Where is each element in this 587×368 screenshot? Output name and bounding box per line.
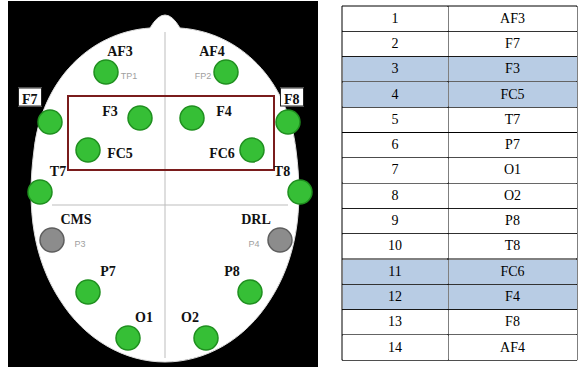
black-panel (8, 1, 318, 367)
electrode-label: F7 (22, 92, 38, 107)
electrode-label: O2 (181, 311, 199, 325)
electrode-label: FC6 (209, 147, 235, 161)
position-note: P3 (74, 240, 85, 249)
electrode (116, 326, 140, 350)
table-cell: 1 (343, 7, 448, 31)
table-cell: 5 (343, 108, 448, 132)
table-cell: 6 (343, 133, 448, 157)
table-cell: P8 (449, 209, 577, 233)
table-cell: FC5 (449, 82, 577, 106)
table-grid (342, 6, 577, 360)
electrode (240, 138, 264, 162)
table-cell: FC6 (449, 260, 577, 284)
table-rule (577, 6, 578, 360)
electrode-label: P7 (100, 265, 116, 279)
electrode (128, 106, 152, 130)
table-cell: 2 (343, 32, 448, 56)
electrode-label: F4 (216, 105, 232, 119)
boxed-label: F7 (18, 88, 42, 107)
reference-electrode (268, 228, 292, 252)
electrode (76, 280, 100, 304)
boxed-label: F8 (280, 88, 304, 107)
table-cell: 14 (343, 335, 448, 359)
table-cell: 12 (343, 285, 448, 309)
electrode-label: CMS (60, 213, 91, 227)
table-cell: 10 (343, 234, 448, 258)
position-note: FP2 (195, 72, 212, 81)
table-cell: T7 (449, 108, 577, 132)
table-cell: 9 (343, 209, 448, 233)
electrode-label: DRL (241, 213, 271, 227)
electrodes (28, 60, 312, 350)
electrode-label: T7 (50, 165, 66, 179)
electrode (238, 280, 262, 304)
table-cell: AF4 (449, 335, 577, 359)
electrode (38, 110, 62, 134)
electrode-label: FC5 (107, 147, 133, 161)
table-cell: 7 (343, 158, 448, 182)
table-cell: T8 (449, 234, 577, 258)
electrode (94, 60, 118, 84)
table-cell: O1 (449, 158, 577, 182)
electrode (214, 60, 238, 84)
table-cell: 13 (343, 310, 448, 334)
midline (165, 32, 166, 358)
table-cell: F8 (449, 310, 577, 334)
electrode (76, 138, 100, 162)
electrode-label: F3 (102, 105, 118, 119)
electrode-label: AF3 (107, 45, 133, 59)
electrode-label: P8 (224, 265, 240, 279)
table-cell: F4 (449, 285, 577, 309)
position-note: TP1 (121, 72, 138, 81)
electrode (288, 180, 312, 204)
electrode (276, 110, 300, 134)
position-note: P4 (248, 240, 259, 249)
table-cell: 11 (343, 260, 448, 284)
electrode-label: O1 (135, 311, 153, 325)
electrode-label: T8 (274, 165, 290, 179)
table-cell: O2 (449, 184, 577, 208)
head-outline (31, 15, 299, 362)
electrode (194, 326, 218, 350)
table-cell: 4 (343, 82, 448, 106)
region-box (68, 96, 274, 170)
electrode-label: AF4 (199, 45, 225, 59)
reference-electrode (40, 228, 64, 252)
table-cell: F3 (449, 57, 577, 81)
electrode (180, 106, 204, 130)
electrode-label: F8 (284, 92, 300, 107)
electrode (28, 180, 52, 204)
reference-electrodes (40, 228, 292, 252)
table-cell: F7 (449, 32, 577, 56)
crossline (52, 205, 288, 206)
table-rule (342, 360, 577, 361)
table-cell: AF3 (449, 7, 577, 31)
table-cell: 8 (343, 184, 448, 208)
table-cell: 3 (343, 57, 448, 81)
table-cell: P7 (449, 133, 577, 157)
